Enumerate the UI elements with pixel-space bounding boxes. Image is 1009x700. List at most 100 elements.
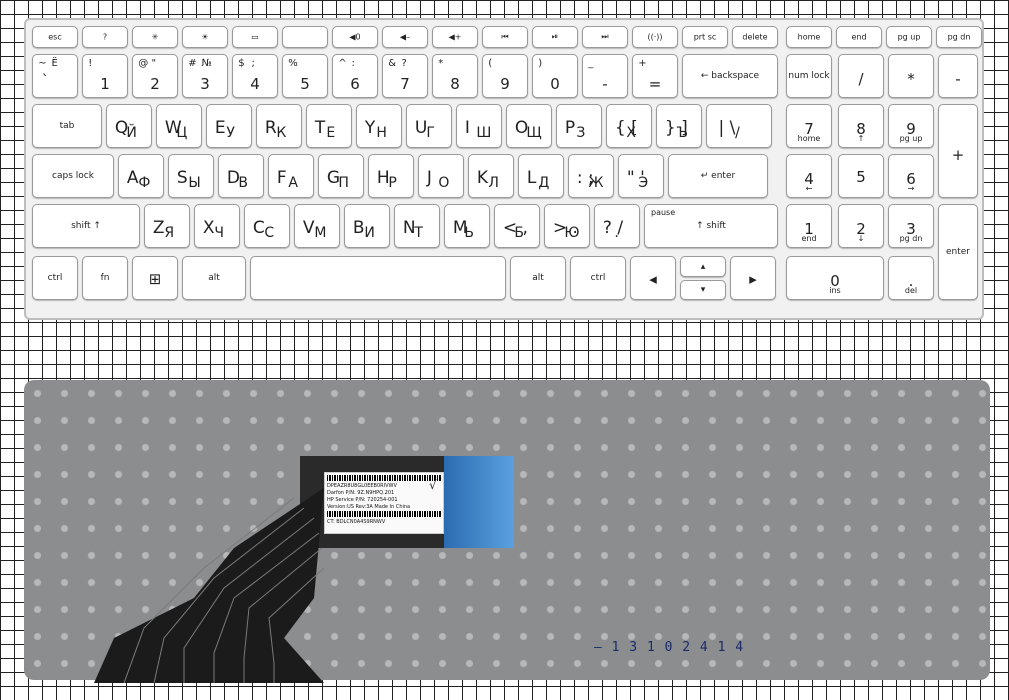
key-letter[interactable]: ? /. xyxy=(594,204,640,248)
key-tilde[interactable]: ~Ё` xyxy=(32,54,78,98)
key-letter[interactable]: | \/ xyxy=(706,104,772,148)
key-k9[interactable]: (9 xyxy=(482,54,528,98)
key-enter[interactable]: ↵ enter xyxy=(668,154,768,198)
key-end[interactable]: end xyxy=(836,26,882,48)
key-esc[interactable]: esc xyxy=(32,26,78,48)
key-np-dot[interactable]: .del xyxy=(888,256,934,300)
key-k2[interactable]: @"2 xyxy=(132,54,178,98)
key-f2[interactable]: ✳ xyxy=(132,26,178,48)
key-np-slash[interactable]: / xyxy=(838,54,884,98)
key-f11[interactable]: ⏭ xyxy=(582,26,628,48)
key-k4[interactable]: $;4 xyxy=(232,54,278,98)
key-arrow-right[interactable]: ▸ xyxy=(730,256,776,300)
key-f10[interactable]: ⏯ xyxy=(532,26,578,48)
key-arrow-up[interactable]: ▴ xyxy=(680,256,726,277)
key-backspace[interactable]: ← backspace xyxy=(682,54,778,98)
key-arrow-down[interactable]: ▾ xyxy=(680,280,726,300)
key-np-minus[interactable]: - xyxy=(938,54,978,98)
key-alt[interactable]: alt xyxy=(182,256,246,300)
key-ctrl-right[interactable]: ctrl xyxy=(570,256,626,300)
key-k5[interactable]: %5 xyxy=(282,54,328,98)
key-f1[interactable]: ? xyxy=(82,26,128,48)
key-f6[interactable]: ◀0 xyxy=(332,26,378,48)
key-np-plus[interactable]: + xyxy=(938,104,978,198)
key-f8[interactable]: ◀+ xyxy=(432,26,478,48)
key-k8[interactable]: *8 xyxy=(432,54,478,98)
key-home[interactable]: home xyxy=(786,26,832,48)
key-fn[interactable]: fn xyxy=(82,256,128,300)
key-letter[interactable]: > .Ю xyxy=(544,204,590,248)
key-f12[interactable]: ((·)) xyxy=(632,26,678,48)
key-windows[interactable]: ⊞ xyxy=(132,256,178,300)
key-delete[interactable]: delete xyxy=(732,26,778,48)
key-prtsc[interactable]: prt sc xyxy=(682,26,728,48)
key-np6[interactable]: 6→ xyxy=(888,154,934,198)
key-f4[interactable]: ▭ xyxy=(232,26,278,48)
key-k1[interactable]: !1 xyxy=(82,54,128,98)
key-letter[interactable]: { [Х xyxy=(606,104,652,148)
key-f7[interactable]: ◀– xyxy=(382,26,428,48)
key-letter[interactable]: < ,Б xyxy=(494,204,540,248)
key-letter[interactable]: " 'Э xyxy=(618,154,664,198)
key-alt-right[interactable]: alt xyxy=(510,256,566,300)
key-np8[interactable]: 8↑ xyxy=(838,104,884,148)
key-np-star[interactable]: * xyxy=(888,54,934,98)
key-np-enter[interactable]: enter xyxy=(938,204,978,300)
key-letter[interactable]: } ]Ъ xyxy=(656,104,702,148)
key-caps[interactable]: caps lock xyxy=(32,154,114,198)
key-f5[interactable] xyxy=(282,26,328,48)
key-np2[interactable]: 2↓ xyxy=(838,204,884,248)
key-space[interactable] xyxy=(250,256,506,300)
key-f9[interactable]: ⏮ xyxy=(482,26,528,48)
key-ctrl[interactable]: ctrl xyxy=(32,256,78,300)
key-kequal[interactable]: += xyxy=(632,54,678,98)
key-k0[interactable]: )0 xyxy=(532,54,578,98)
key-pgup[interactable]: pg up xyxy=(886,26,932,48)
key-np4[interactable]: 4← xyxy=(786,154,832,198)
key-shift-left[interactable]: shift ↑ xyxy=(32,204,140,248)
key-f3[interactable]: ☀ xyxy=(182,26,228,48)
key-k7[interactable]: &?7 xyxy=(382,54,428,98)
key-arrow-left[interactable]: ◂ xyxy=(630,256,676,300)
key-numlock[interactable]: num lock xyxy=(786,54,832,98)
key-letter[interactable]: : ;Ж xyxy=(568,154,614,198)
key-k6[interactable]: ^:6 xyxy=(332,54,378,98)
key-np5[interactable]: 5 xyxy=(838,154,884,198)
key-pgdn[interactable]: pg dn xyxy=(936,26,982,48)
key-kminus[interactable]: _- xyxy=(582,54,628,98)
key-tab[interactable]: tab xyxy=(32,104,102,148)
